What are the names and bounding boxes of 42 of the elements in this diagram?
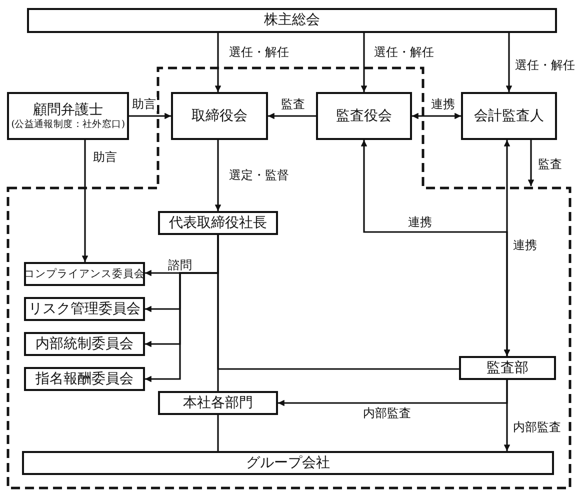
edge-label: 選任・解任 [373,45,435,60]
org-box: コンプライアンス委員会 [24,262,145,286]
edge-label: 諮問 [167,258,193,272]
edge-label: 内部監査 [512,420,562,434]
edge-label: 監査 [537,157,563,172]
arrow [504,380,510,451]
edge-label: 監査 [280,97,306,112]
arrow [412,112,461,120]
org-box: 監査部 [459,356,556,380]
edge-label: 連携 [512,238,538,252]
org-box: リスク管理委員会 [24,297,145,321]
edge-label: 助言 [131,97,157,112]
arrow [504,140,510,356]
arrow [506,33,512,92]
org-box: 本社各部門 [158,391,278,415]
edge-label: 連携 [430,97,456,112]
edge-label: 選定・監督 [228,168,290,182]
edge-label: 選任・解任 [228,45,290,60]
org-box: 指名報酬委員会 [24,367,145,391]
arrow [129,112,171,120]
org-box [7,92,129,140]
org-box: 取締役会 [171,92,268,140]
org-box: グループ会社 [22,451,554,475]
box-note: (公益通報制度：社外窓口) [11,118,125,130]
box-title: 顧問弁護士 [33,102,103,119]
edge-label: 選任・解任 [514,58,576,72]
org-box: 内部統制委員会 [24,332,145,356]
org-box: 株主総会 [27,8,557,33]
arrow [360,33,368,92]
org-box: 代表取締役社長 [158,211,278,235]
edge-label: 助言 [92,150,118,164]
arrow [82,140,88,262]
org-box: 会計監査人 [461,92,557,140]
arrow [214,140,222,211]
connector-line [217,235,459,370]
arrow [214,33,222,92]
org-box: 監査役会 [316,92,412,140]
arrow [528,140,534,186]
edge-label: 内部監査 [362,406,412,420]
connector-line [217,415,219,451]
edge-label: 連携 [407,215,433,230]
arrow [268,112,316,120]
